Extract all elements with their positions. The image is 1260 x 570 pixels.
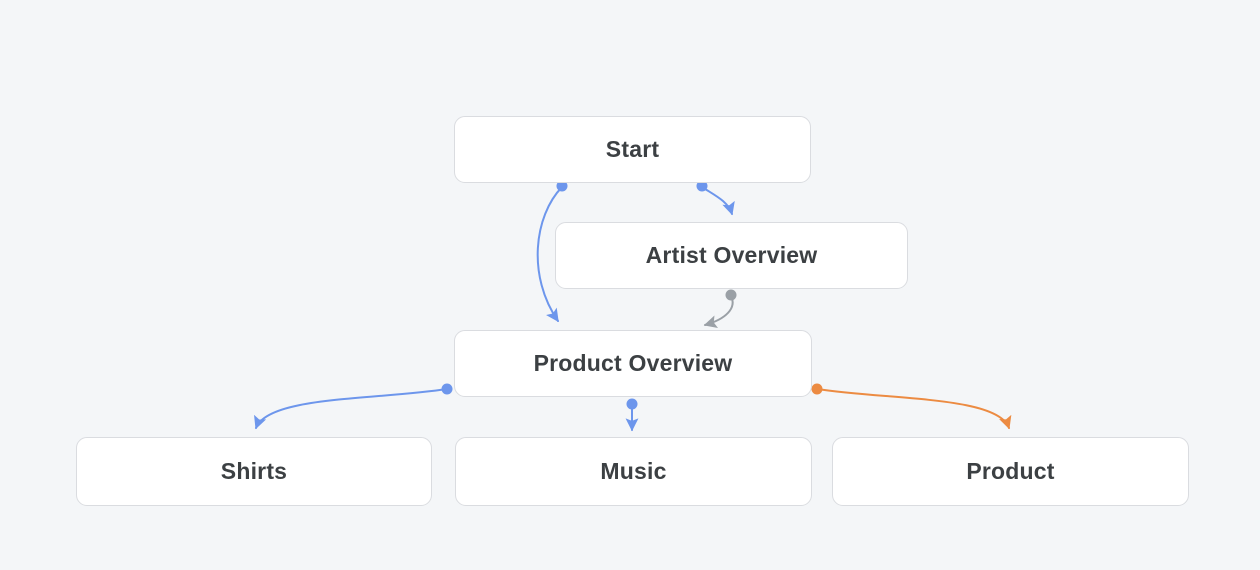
node-shirts-label: Shirts	[220, 458, 288, 484]
node-artist-overview[interactable]: Artist Overview	[555, 222, 908, 289]
node-start-label: Start	[605, 136, 660, 162]
node-product[interactable]: Product	[832, 437, 1189, 506]
edge-start-to-artist-overview	[696, 180, 735, 216]
edge-source-dot	[441, 383, 453, 395]
node-music[interactable]: Music	[455, 437, 812, 506]
edge-product-overview-to-shirts	[254, 383, 453, 430]
edge-product-overview-to-product	[811, 383, 1012, 430]
edge-source-dot	[626, 398, 638, 410]
node-product-overview-label: Product Overview	[533, 350, 733, 376]
edge-source-dot	[811, 383, 823, 395]
edge-source-dot	[725, 289, 737, 301]
node-start[interactable]: Start	[454, 116, 811, 183]
node-music-label: Music	[600, 458, 667, 484]
edge-artist-overview-to-product-overview	[703, 289, 737, 329]
node-product-label: Product	[966, 458, 1055, 484]
node-artist-overview-label: Artist Overview	[645, 242, 818, 268]
edge-product-overview-to-music	[625, 398, 639, 432]
node-product-overview[interactable]: Product Overview	[454, 330, 812, 397]
node-shirts[interactable]: Shirts	[76, 437, 432, 506]
